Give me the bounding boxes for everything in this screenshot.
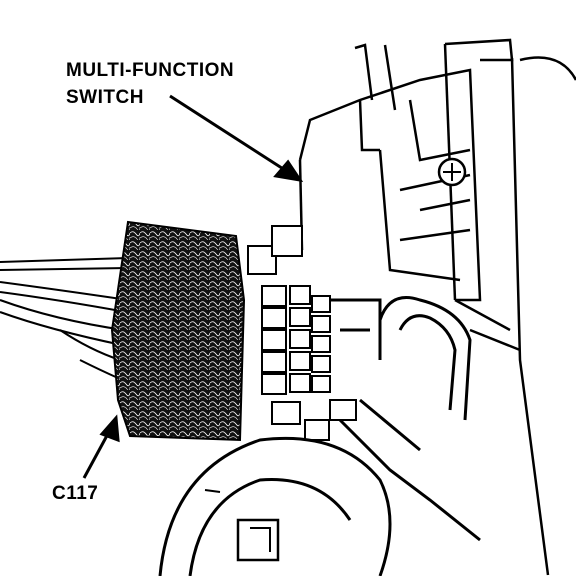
- steering-column-housing: [443, 38, 576, 576]
- multi-function-switch-label-line1: MULTI-FUNCTION: [66, 60, 235, 81]
- wire-harness: [0, 257, 131, 379]
- multi-function-switch-body: [298, 43, 482, 302]
- connector-c117-label: C117: [52, 483, 99, 504]
- multi-function-switch-label-line2: SWITCH: [66, 87, 144, 108]
- switch-connector-terminals: [247, 225, 357, 441]
- callout-arrows: [82, 94, 304, 479]
- switch-lever: [330, 296, 481, 542]
- c117-connector: [110, 220, 246, 442]
- lock-cylinder: [158, 436, 392, 576]
